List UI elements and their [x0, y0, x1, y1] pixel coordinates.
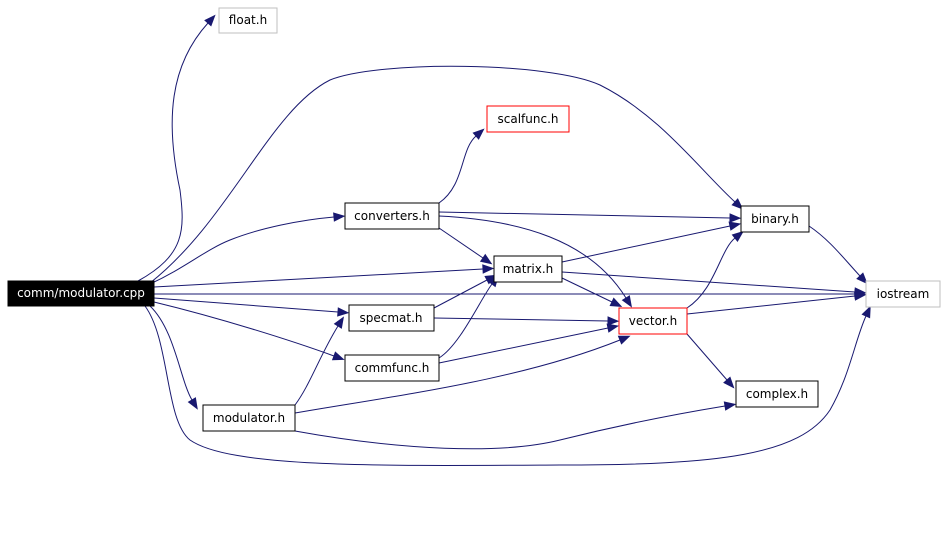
arrowhead-binary-iostream: [856, 272, 868, 285]
edge-vector-iostream: [686, 295, 856, 315]
node-complex[interactable]: complex.h: [735, 380, 819, 408]
edge-commfunc-matrix: [438, 283, 493, 359]
node-label-vector: vector.h: [629, 314, 677, 328]
arrowhead-root-converters: [333, 212, 346, 222]
edge-matrix-vector: [561, 277, 613, 303]
edge-converters-scalfunc: [438, 135, 477, 204]
edge-binary-iostream: [808, 225, 861, 277]
edge-modulator-vector: [294, 339, 621, 414]
node-float[interactable]: float.h: [218, 7, 278, 34]
node-label-complex: complex.h: [746, 387, 808, 401]
node-commfunc[interactable]: commfunc.h: [344, 354, 440, 382]
node-root[interactable]: comm/modulator.cpp: [7, 280, 155, 307]
graph-nodes: comm/modulator.cpp float.h scalfunc.h co…: [7, 7, 941, 432]
arrowhead-root-iostream-low: [861, 305, 871, 319]
arrowhead-root-modulator: [187, 397, 198, 410]
arrowhead-specmat-vector: [607, 316, 620, 326]
arrowhead-vector-complex: [723, 376, 735, 389]
edge-matrix-binary: [561, 225, 731, 263]
node-label-scalfunc: scalfunc.h: [498, 112, 559, 126]
edge-specmat-vector: [433, 317, 609, 322]
node-scalfunc[interactable]: scalfunc.h: [486, 105, 570, 133]
edge-modulator-specmat: [294, 325, 339, 406]
arrowhead-modulator-vector: [617, 335, 631, 345]
node-label-modulator: modulator.h: [213, 411, 285, 425]
node-matrix[interactable]: matrix.h: [493, 255, 563, 283]
edge-converters-binary: [438, 211, 731, 219]
graph-edges: [137, 14, 871, 466]
node-label-root: comm/modulator.cpp: [17, 286, 145, 300]
arrowhead-root-commfunc: [331, 351, 345, 361]
arrowhead-converters-binary: [729, 213, 742, 223]
arrowhead-converters-vector: [621, 295, 632, 308]
edge-root-float: [137, 22, 209, 282]
edge-root-commfunc: [153, 301, 335, 357]
edge-vector-complex: [686, 333, 728, 381]
edge-commfunc-vector: [438, 327, 609, 364]
arrowhead-root-float: [204, 14, 216, 27]
node-label-iostream: iostream: [877, 287, 930, 301]
node-vector[interactable]: vector.h: [618, 307, 688, 335]
arrowhead-converters-scalfunc: [472, 128, 485, 140]
edge-matrix-iostream: [561, 271, 856, 293]
arrowhead-converters-matrix: [479, 253, 493, 265]
arrowhead-modulator-complex: [723, 401, 737, 411]
edge-modulator-complex: [294, 405, 726, 450]
arrowhead-root-matrix: [482, 264, 495, 274]
edge-root-binary: [149, 65, 736, 284]
edge-converters-matrix: [438, 227, 484, 259]
edge-root-iostream-low: [144, 305, 867, 466]
arrowhead-matrix-binary: [728, 221, 742, 231]
node-label-commfunc: commfunc.h: [355, 361, 430, 375]
edge-specmat-matrix: [433, 279, 488, 309]
edge-root-modulator: [149, 305, 193, 401]
arrowhead-commfunc-vector: [606, 323, 620, 333]
arrowhead-root-binary: [731, 198, 744, 210]
arrowhead-vector-binary: [731, 230, 744, 243]
node-label-converters: converters.h: [354, 209, 430, 223]
node-specmat[interactable]: specmat.h: [348, 304, 435, 332]
edge-root-converters: [149, 216, 335, 285]
arrowhead-modulator-specmat: [333, 316, 344, 329]
node-iostream[interactable]: iostream: [865, 280, 941, 308]
edge-converters-vector: [438, 215, 627, 299]
arrowhead-vector-iostream: [853, 291, 867, 301]
edge-vector-binary: [686, 237, 736, 309]
edge-root-specmat: [153, 297, 339, 313]
node-modulator[interactable]: modulator.h: [202, 404, 296, 432]
edge-root-matrix: [153, 268, 484, 288]
node-label-specmat: specmat.h: [359, 311, 422, 325]
node-label-binary: binary.h: [751, 212, 799, 226]
arrowhead-root-specmat: [337, 307, 350, 317]
node-converters[interactable]: converters.h: [344, 202, 440, 230]
arrowhead-matrix-vector: [609, 297, 623, 307]
node-label-float: float.h: [229, 13, 267, 27]
node-label-matrix: matrix.h: [503, 262, 554, 276]
node-binary[interactable]: binary.h: [740, 205, 810, 233]
